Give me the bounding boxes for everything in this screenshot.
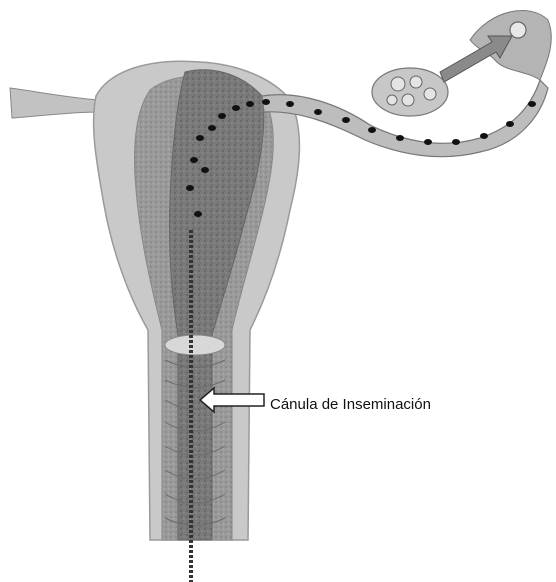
sperm-icon: [186, 185, 194, 191]
sperm-icon: [190, 157, 198, 163]
sperm-icon: [314, 109, 322, 115]
sperm-icon: [286, 101, 294, 107]
sperm-icon: [506, 121, 514, 127]
fimbriae: [470, 10, 551, 80]
left-tube: [10, 88, 100, 118]
egg-icon: [391, 77, 405, 91]
sperm-icon: [196, 135, 204, 141]
ovary: [372, 68, 448, 116]
sperm-icon: [201, 167, 209, 173]
sperm-icon: [342, 117, 350, 123]
cannula-label: Cánula de Inseminación: [270, 396, 431, 413]
sperm-icon: [528, 101, 536, 107]
sperm-icon: [246, 101, 254, 107]
sperm-icon: [396, 135, 404, 141]
sperm-icon: [262, 99, 270, 105]
sperm-icon: [480, 133, 488, 139]
internal-os: [165, 335, 225, 355]
sperm-icon: [218, 113, 226, 119]
sperm-icon: [424, 139, 432, 145]
sperm-icon: [208, 125, 216, 131]
sperm-icon: [232, 105, 240, 111]
sperm-icon: [368, 127, 376, 133]
sperm-icon: [194, 211, 202, 217]
sperm-icon: [452, 139, 460, 145]
